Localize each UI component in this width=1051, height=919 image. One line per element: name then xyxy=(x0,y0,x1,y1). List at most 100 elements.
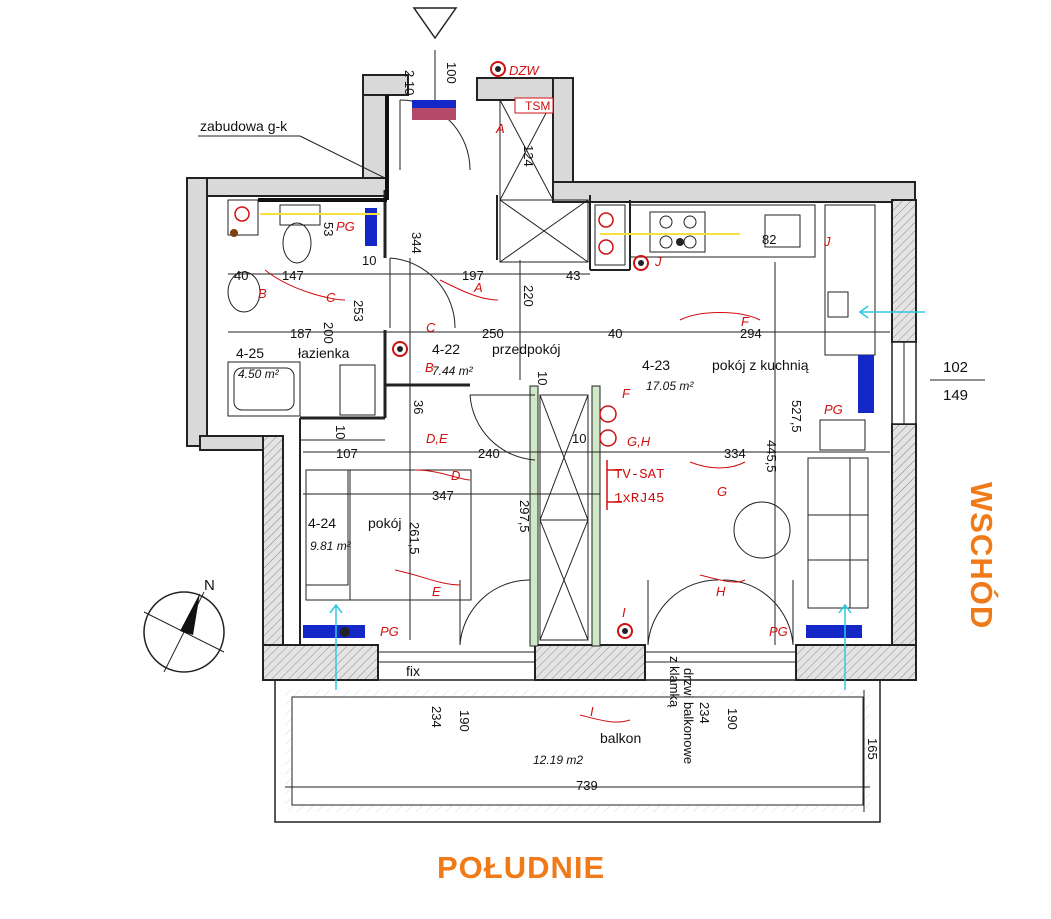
fix-label: fix xyxy=(406,663,420,679)
dzw-label: DZW xyxy=(509,63,540,78)
room-4-23-name: pokój z kuchnią xyxy=(712,357,809,373)
dimension-lines xyxy=(228,50,985,812)
point-f-1: F xyxy=(741,314,750,329)
dim-297: 297,5 xyxy=(517,500,532,533)
dim-344: 344 xyxy=(409,232,424,254)
ventilation-arrows xyxy=(329,305,925,690)
balcony xyxy=(274,679,881,823)
dim-250: 250 xyxy=(482,326,504,341)
dim-253: 253 xyxy=(351,300,366,322)
room-4-23-area: 17.05 m² xyxy=(646,379,694,393)
room-4-24-id: 4-24 xyxy=(308,515,336,531)
dim-190b: 190 xyxy=(725,708,740,730)
dim-200: 200 xyxy=(321,322,336,344)
dim-40b: 40 xyxy=(608,326,622,341)
dim-334: 334 xyxy=(724,446,746,461)
point-c-1: C xyxy=(326,290,336,305)
compass-needle-icon xyxy=(180,593,200,635)
point-pg-4: PG xyxy=(769,624,788,639)
tv-sat-label: TV-SAT xyxy=(614,467,664,483)
point-b-1: B xyxy=(258,286,267,301)
compass-north-label: N xyxy=(204,577,215,594)
handle-label: z klamką xyxy=(667,656,682,708)
dim-40: 40 xyxy=(234,268,248,283)
radiator-bath xyxy=(365,208,377,246)
dim-10a: 10 xyxy=(362,253,376,268)
point-b-2: B xyxy=(425,360,434,375)
zabudowa-label: zabudowa g-k xyxy=(200,118,288,134)
dim-527: 527,5 xyxy=(789,400,804,433)
labels: zabudowa g-k 2 10 100 DZW TSM 124 53 344… xyxy=(198,62,1000,885)
dim-445: 445,5 xyxy=(764,440,779,473)
electrical-labels: A A B B C C D,E D E F F G,H G H I I J J … xyxy=(258,121,843,719)
point-i-2: I xyxy=(590,704,594,719)
dim-147: 147 xyxy=(282,268,304,283)
dim-190a: 190 xyxy=(457,710,472,732)
balcony-name: balkon xyxy=(600,730,641,746)
dim-220: 220 xyxy=(521,285,536,307)
dim-261: 261,5 xyxy=(407,522,422,555)
point-f-2: F xyxy=(622,386,631,401)
dim-347: 347 xyxy=(432,488,454,503)
room-4-22-id: 4-22 xyxy=(432,341,460,357)
point-e: E xyxy=(432,584,441,599)
radiator-living-east xyxy=(858,355,874,413)
room-4-22-name: przedpokój xyxy=(492,341,561,357)
point-h: H xyxy=(716,584,726,599)
dim-10c: 10 xyxy=(333,425,348,439)
point-g: G xyxy=(717,484,727,499)
radiator-living-south xyxy=(806,625,862,638)
room-4-25-id: 4-25 xyxy=(236,345,264,361)
room-4-24-area: 9.81 m² xyxy=(310,539,352,553)
radiator-room xyxy=(303,625,365,638)
furniture xyxy=(305,204,876,609)
shaft xyxy=(499,99,589,641)
radiators xyxy=(303,100,874,638)
point-i-1: I xyxy=(622,605,626,620)
room-4-25-name: łazienka xyxy=(298,345,350,361)
south-label: POŁUDNIE xyxy=(437,850,605,885)
window-den: 149 xyxy=(943,387,968,404)
balcony-area: 12.19 m2 xyxy=(533,753,583,767)
bathroom-fixtures xyxy=(227,199,376,417)
point-pg-3: PG xyxy=(380,624,399,639)
dim-10d: 10 xyxy=(572,431,586,446)
dim-100: 100 xyxy=(444,62,459,84)
room-4-25-area: 4.50 m² xyxy=(238,367,280,381)
room-4-24-name: pokój xyxy=(368,515,401,531)
rj45-label: 1xRJ45 xyxy=(614,491,664,507)
point-j-2: J xyxy=(823,234,831,249)
dim-36: 36 xyxy=(411,400,426,414)
point-c-2: C xyxy=(426,320,436,335)
room-4-22-area: 7.44 m² xyxy=(432,364,474,378)
dim-82: 82 xyxy=(762,232,776,247)
point-a-2: A xyxy=(473,280,483,295)
point-j-1: J xyxy=(654,254,662,269)
dim-234a: 234 xyxy=(429,706,444,728)
entrance-triangle-icon xyxy=(412,7,458,40)
room-4-23-id: 4-23 xyxy=(642,357,670,373)
east-label: WSCHÓD xyxy=(964,482,1000,629)
point-a-1: A xyxy=(495,121,505,136)
dim-240: 240 xyxy=(478,446,500,461)
dim-10b: 10 xyxy=(535,371,550,385)
point-d: D xyxy=(451,468,460,483)
dim-107: 107 xyxy=(336,446,358,461)
tsm-label: TSM xyxy=(525,99,550,113)
compass: N xyxy=(143,577,225,673)
window-east xyxy=(891,341,917,425)
dim-124: 124 xyxy=(521,145,536,167)
dim-187: 187 xyxy=(290,326,312,341)
dim-210: 2 10 xyxy=(402,70,417,95)
dim-234b: 234 xyxy=(697,702,712,724)
dim-43: 43 xyxy=(566,268,580,283)
dim-53: 53 xyxy=(321,222,336,236)
point-de: D,E xyxy=(426,431,448,446)
point-pg-1: PG xyxy=(336,219,355,234)
dim-294: 294 xyxy=(740,326,762,341)
dim-165: 165 xyxy=(865,738,880,760)
point-pg-2: PG xyxy=(824,402,843,417)
doors xyxy=(389,99,794,646)
dim-739: 739 xyxy=(576,778,598,793)
